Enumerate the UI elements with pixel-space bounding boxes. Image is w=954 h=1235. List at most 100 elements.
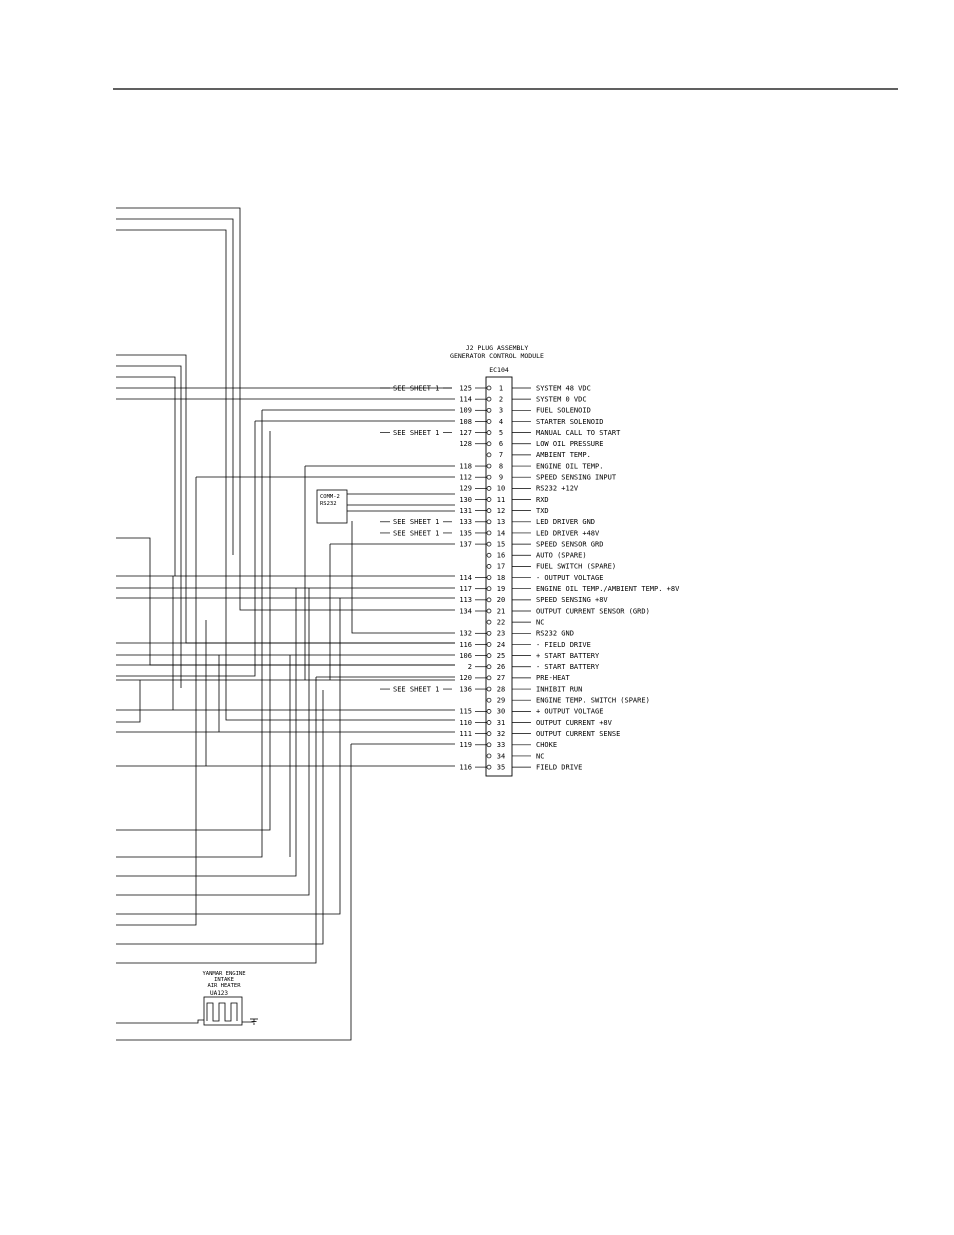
wire-harness xyxy=(116,207,455,1041)
wire-number: 113 xyxy=(459,596,472,604)
harness-wire xyxy=(116,537,455,666)
wire-number: 115 xyxy=(459,708,472,716)
pin-number: 18 xyxy=(497,574,505,582)
pin-terminal xyxy=(486,497,492,502)
wire-number: 119 xyxy=(459,741,472,749)
pin-terminal xyxy=(486,564,492,569)
pin-number: 30 xyxy=(497,708,505,716)
pin-label: - START BATTERY xyxy=(536,663,600,671)
wire-number: 106 xyxy=(459,652,472,660)
heater-label-line2: INTAKE xyxy=(214,977,234,983)
wire-number: 114 xyxy=(459,574,472,582)
harness-wire xyxy=(116,431,271,831)
pin-number: 17 xyxy=(497,563,505,571)
wire-number: 112 xyxy=(459,474,472,482)
pin-number: 16 xyxy=(497,552,505,560)
pin-label: INHIBIT RUN xyxy=(536,685,582,693)
pin-number: 34 xyxy=(497,752,505,760)
pin-label: FUEL SWITCH (SPARE) xyxy=(536,563,616,571)
harness-wire xyxy=(116,690,324,945)
pin-label: LED DRIVER GND xyxy=(536,518,595,526)
pin-terminal xyxy=(486,619,492,625)
harness-wire xyxy=(116,588,310,896)
harness-wire xyxy=(351,521,455,634)
pin-terminal xyxy=(486,653,492,658)
pin-row: 17 FUEL SWITCH (SPARE) xyxy=(486,563,616,571)
wire-number: 134 xyxy=(459,607,472,615)
wire-number: 108 xyxy=(459,418,472,426)
harness-wire xyxy=(116,676,455,964)
harness-wire xyxy=(116,654,455,857)
harness-wire xyxy=(116,365,182,688)
pin-terminal xyxy=(486,519,492,525)
pin-terminal xyxy=(486,541,492,547)
pin-label: OUTPUT CURRENT +8V xyxy=(536,719,613,727)
pin-terminal xyxy=(486,552,492,558)
pin-label: AMBIENT TEMP. xyxy=(536,451,591,459)
pin-terminal xyxy=(486,586,492,592)
harness-wire xyxy=(116,597,455,915)
pin-number: 21 xyxy=(497,607,505,615)
harness-wire xyxy=(116,420,455,677)
module-ref: EC104 xyxy=(489,366,509,374)
pin-label: PRE-HEAT xyxy=(536,674,571,682)
pin-label: AUTO (SPARE) xyxy=(536,552,587,560)
pin-label: NC xyxy=(536,752,544,760)
pin-label: ENGINE OIL TEMP./AMBIENT TEMP. +8V xyxy=(536,585,680,593)
pin-number: 33 xyxy=(497,741,505,749)
pin-terminal xyxy=(486,597,492,603)
pin-terminal xyxy=(486,530,492,536)
pin-terminal xyxy=(486,720,492,725)
pin-label: SYSTEM 0 VDC xyxy=(536,395,587,403)
harness-wire xyxy=(116,679,455,723)
wire-number: 136 xyxy=(459,685,472,693)
harness-wire xyxy=(116,576,455,711)
wire-number: 137 xyxy=(459,540,472,548)
pin-number: 4 xyxy=(499,418,503,426)
pin-number: 10 xyxy=(497,485,505,493)
pin-number: 22 xyxy=(497,618,505,626)
pin-number: 15 xyxy=(497,540,505,548)
pin-terminal xyxy=(486,575,492,580)
wire-number: 130 xyxy=(459,496,472,504)
pin-label: ENGINE TEMP. SWITCH (SPARE) xyxy=(536,697,650,705)
comm-label-line2: RS232 xyxy=(320,501,337,507)
harness-wire xyxy=(116,743,455,1041)
pin-label: - FIELD DRIVE xyxy=(536,641,591,649)
pin-label: LOW OIL PRESSURE xyxy=(536,440,603,448)
pin-number: 24 xyxy=(497,641,505,649)
pin-label: OUTPUT CURRENT SENSE xyxy=(536,730,620,738)
pin-terminal xyxy=(486,664,492,670)
pin-row: 16 AUTO (SPARE) xyxy=(486,552,587,560)
heater-ref: UA123 xyxy=(210,990,228,997)
pin-number: 32 xyxy=(497,730,505,738)
pin-number: 5 xyxy=(499,429,503,437)
pin-label: ENGINE OIL TEMP. xyxy=(536,462,603,470)
pin-terminal xyxy=(486,419,492,424)
wire-number: 135 xyxy=(459,529,472,537)
harness-wire xyxy=(329,543,455,680)
heater-label-line1: YANMAR ENGINE xyxy=(202,971,245,977)
comm-label-line1: COMM-2 xyxy=(320,494,340,500)
pin-label: FUEL SOLENOID xyxy=(536,407,591,415)
wire-number: 132 xyxy=(459,630,472,638)
wire-number: 2 xyxy=(468,663,472,671)
pin-number: 11 xyxy=(497,496,505,504)
wire-number: 127 xyxy=(459,429,472,437)
wire-number: 133 xyxy=(459,518,472,526)
